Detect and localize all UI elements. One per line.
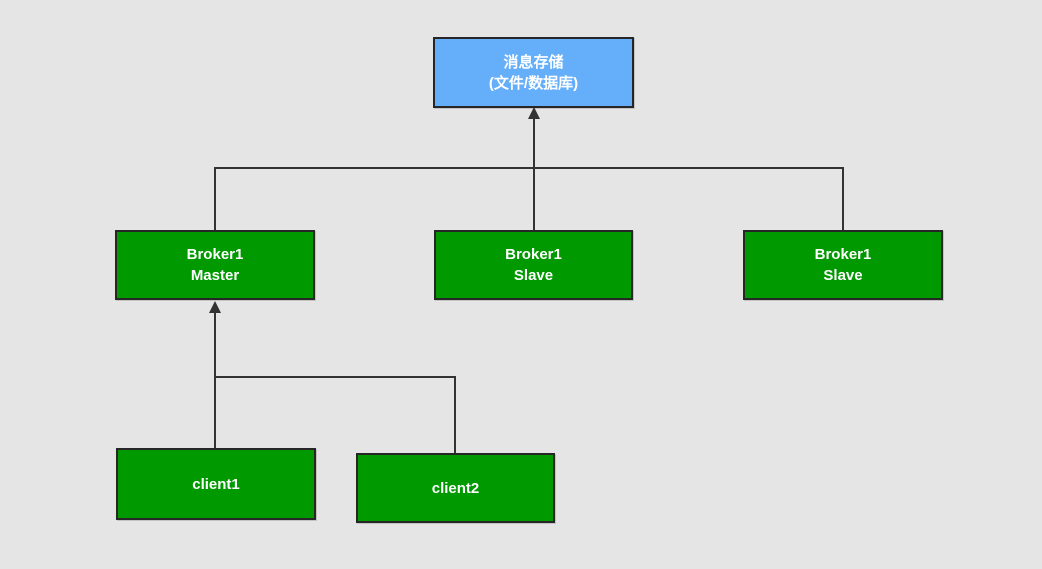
connector-client1-stem — [214, 312, 216, 448]
node-label-line1: client2 — [431, 479, 480, 497]
node-broker1-slave-1: Broker1 Slave — [434, 230, 633, 300]
node-label-line2: (文件/数据库) — [488, 74, 579, 92]
node-label-line1: Broker1 — [814, 246, 872, 263]
node-label-line2: Slave — [513, 267, 554, 284]
node-label-line2: Master — [190, 267, 240, 284]
node-message-storage: 消息存储 (文件/数据库) — [433, 37, 634, 108]
connector-master-drop — [214, 167, 216, 230]
connector-brokers-rail — [214, 167, 844, 169]
node-label-line1: 消息存储 — [503, 53, 564, 71]
arrow-up-into-master-icon — [209, 301, 221, 313]
node-label-line2: Slave — [823, 267, 863, 284]
connector-clients-rail — [214, 376, 456, 378]
node-client2: client2 — [356, 453, 555, 523]
arrow-up-into-storage-icon — [528, 107, 540, 119]
node-client1: client1 — [116, 448, 316, 520]
node-label-line1: client1 — [192, 475, 240, 493]
node-broker1-slave-2: Broker1 Slave — [743, 230, 943, 300]
node-label-line1: Broker1 — [186, 246, 244, 263]
connector-slave2-drop — [842, 167, 844, 230]
connector-storage-stem — [533, 117, 535, 230]
node-label-line1: Broker1 — [505, 246, 562, 263]
node-broker1-master: Broker1 Master — [115, 230, 315, 300]
connector-client2-drop — [454, 376, 456, 453]
